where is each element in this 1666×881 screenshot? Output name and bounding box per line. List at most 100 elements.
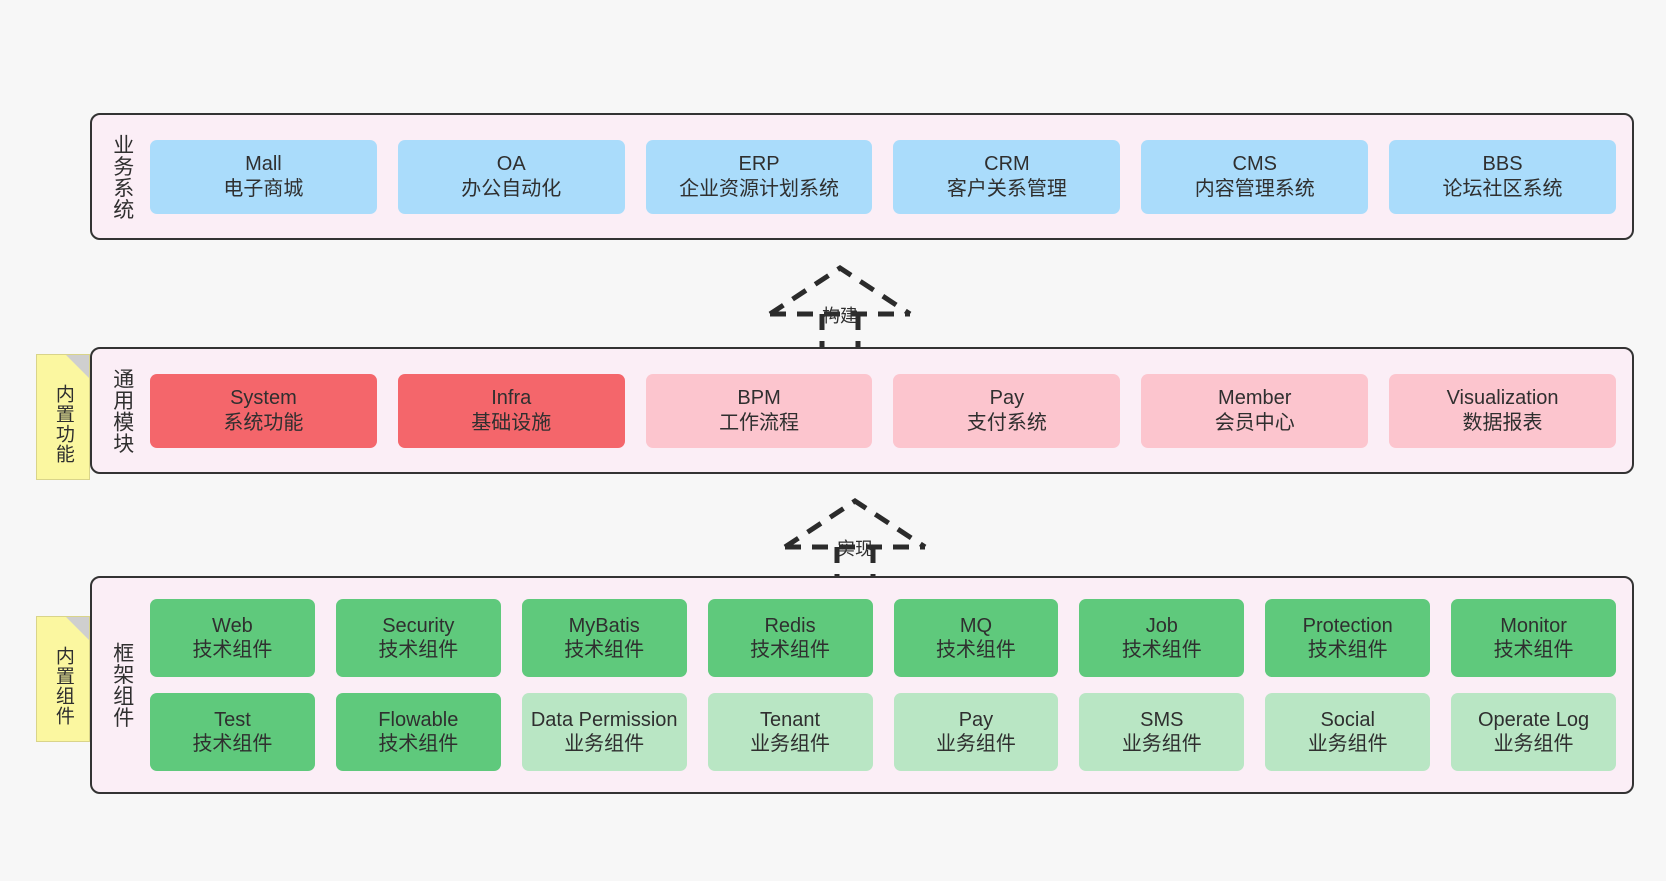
sticky-note-label: 内置功能 xyxy=(52,384,74,464)
common-card-member[interactable]: Member 会员中心 xyxy=(1141,373,1369,448)
card-subtitle: 业务组件 xyxy=(1307,733,1388,755)
sticky-note-builtin-components: 内置组件 xyxy=(36,616,90,742)
card-subtitle: 技术组件 xyxy=(378,639,459,661)
layer-business-body: Mall 电子商城 OA 办公自动化 ERP 企业资源计划系统 CRM 客户关系… xyxy=(144,115,1632,238)
business-card-oa[interactable]: OA 办公自动化 xyxy=(397,139,625,214)
card-title: Pay xyxy=(989,387,1025,410)
card-subtitle: 业务组件 xyxy=(564,733,645,755)
card-title: Protection xyxy=(1302,614,1393,637)
card-title: Job xyxy=(1145,614,1178,637)
card-subtitle: 企业资源计划系统 xyxy=(679,177,840,200)
framework-card-social[interactable]: Social 业务组件 xyxy=(1265,693,1431,771)
framework-card-row-1: Web 技术组件 Security 技术组件 MyBatis 技术组件 Redi… xyxy=(150,599,1616,677)
framework-card-protection[interactable]: Protection 技术组件 xyxy=(1265,599,1431,677)
card-subtitle: 业务组件 xyxy=(1493,733,1574,755)
card-title: OA xyxy=(496,153,526,176)
layer-common-label: 通用模块 xyxy=(110,367,134,454)
sticky-note-label: 内置组件 xyxy=(52,646,74,726)
framework-card-sms[interactable]: SMS 业务组件 xyxy=(1079,693,1245,771)
layer-common-body: System 系统功能 Infra 基础设施 BPM 工作流程 Pay 支付系统… xyxy=(144,349,1632,472)
framework-card-web[interactable]: Web 技术组件 xyxy=(150,599,315,677)
common-card-pay[interactable]: Pay 支付系统 xyxy=(893,373,1121,448)
card-title: CMS xyxy=(1232,153,1277,176)
common-card-infra[interactable]: Infra 基础设施 xyxy=(397,373,625,448)
card-title: Social xyxy=(1320,708,1375,731)
card-subtitle: 技术组件 xyxy=(192,733,273,755)
card-subtitle: 数据报表 xyxy=(1462,411,1543,434)
layer-common-modules: 通用模块 System 系统功能 Infra 基础设施 BPM 工作流程 Pay… xyxy=(90,347,1634,474)
framework-card-flowable[interactable]: Flowable 技术组件 xyxy=(335,693,501,771)
sticky-note-builtin-features: 内置功能 xyxy=(36,354,90,480)
layer-framework-label: 框架组件 xyxy=(110,642,134,728)
card-title: Security xyxy=(382,614,455,637)
card-subtitle: 业务组件 xyxy=(750,733,831,755)
common-card-visualization[interactable]: Visualization 数据报表 xyxy=(1389,373,1616,448)
card-subtitle: 技术组件 xyxy=(378,733,459,755)
page-fold-icon xyxy=(66,617,89,640)
card-title: Operate Log xyxy=(1477,708,1590,731)
connector-implement: 实现 xyxy=(775,495,935,587)
card-title: Visualization xyxy=(1446,387,1559,410)
framework-card-pay[interactable]: Pay 业务组件 xyxy=(893,693,1059,771)
card-title: BBS xyxy=(1482,153,1523,176)
card-subtitle: 业务组件 xyxy=(935,733,1016,755)
card-subtitle: 业务组件 xyxy=(1121,733,1202,755)
card-subtitle: 基础设施 xyxy=(471,411,552,434)
card-title: Redis xyxy=(764,614,816,637)
card-subtitle: 支付系统 xyxy=(966,411,1047,434)
business-card-crm[interactable]: CRM 客户关系管理 xyxy=(893,139,1121,214)
card-title: BPM xyxy=(737,387,781,410)
card-title: MyBatis xyxy=(568,614,640,637)
card-title: System xyxy=(230,387,297,410)
card-subtitle: 技术组件 xyxy=(564,639,645,661)
card-subtitle: 电子商城 xyxy=(223,177,304,200)
card-title: SMS xyxy=(1140,708,1184,731)
framework-card-row-2: Test 技术组件 Flowable 技术组件 Data Permission … xyxy=(150,693,1616,771)
framework-card-monitor[interactable]: Monitor 技术组件 xyxy=(1451,599,1616,677)
card-subtitle: 技术组件 xyxy=(750,639,831,661)
card-subtitle: 工作流程 xyxy=(719,411,800,434)
framework-card-operate-log[interactable]: Operate Log 业务组件 xyxy=(1451,693,1616,771)
card-title: Data Permission xyxy=(530,708,678,731)
framework-card-redis[interactable]: Redis 技术组件 xyxy=(707,599,873,677)
card-subtitle: 客户关系管理 xyxy=(946,177,1067,200)
business-card-row: Mall 电子商城 OA 办公自动化 ERP 企业资源计划系统 CRM 客户关系… xyxy=(150,139,1616,214)
business-card-cms[interactable]: CMS 内容管理系统 xyxy=(1141,139,1369,214)
card-subtitle: 系统功能 xyxy=(223,411,304,434)
framework-card-job[interactable]: Job 技术组件 xyxy=(1079,599,1245,677)
card-subtitle: 内容管理系统 xyxy=(1194,177,1315,200)
framework-card-security[interactable]: Security 技术组件 xyxy=(335,599,501,677)
card-title: Flowable xyxy=(378,708,459,731)
business-card-mall[interactable]: Mall 电子商城 xyxy=(150,139,377,214)
card-title: ERP xyxy=(738,153,780,176)
layer-framework-body: Web 技术组件 Security 技术组件 MyBatis 技术组件 Redi… xyxy=(144,578,1632,792)
connector-build-label: 构建 xyxy=(822,306,858,326)
card-title: Infra xyxy=(491,387,532,410)
card-title: Monitor xyxy=(1500,614,1567,637)
connector-implement-label: 实现 xyxy=(837,539,873,559)
business-card-bbs[interactable]: BBS 论坛社区系统 xyxy=(1389,139,1616,214)
card-subtitle: 技术组件 xyxy=(192,639,273,661)
business-card-erp[interactable]: ERP 企业资源计划系统 xyxy=(645,139,873,214)
card-subtitle: 论坛社区系统 xyxy=(1442,177,1563,200)
card-subtitle: 技术组件 xyxy=(935,639,1016,661)
card-title: Tenant xyxy=(760,708,821,731)
layer-business-systems: 业务系统 Mall 电子商城 OA 办公自动化 ERP 企业资源计划系统 CRM… xyxy=(90,113,1634,240)
framework-card-mq[interactable]: MQ 技术组件 xyxy=(893,599,1059,677)
connector-build: 构建 xyxy=(760,262,920,354)
common-card-system[interactable]: System 系统功能 xyxy=(150,373,377,448)
framework-card-test[interactable]: Test 技术组件 xyxy=(150,693,315,771)
card-title: MQ xyxy=(959,614,993,637)
framework-card-data-permission[interactable]: Data Permission 业务组件 xyxy=(521,693,687,771)
card-subtitle: 技术组件 xyxy=(1307,639,1388,661)
common-card-bpm[interactable]: BPM 工作流程 xyxy=(645,373,873,448)
card-title: CRM xyxy=(984,153,1030,176)
card-title: Member xyxy=(1218,387,1292,410)
common-card-row: System 系统功能 Infra 基础设施 BPM 工作流程 Pay 支付系统… xyxy=(150,373,1616,448)
framework-card-tenant[interactable]: Tenant 业务组件 xyxy=(707,693,873,771)
layer-framework-components: 框架组件 Web 技术组件 Security 技术组件 MyBatis 技术组件… xyxy=(90,576,1634,794)
layer-business-label: 业务系统 xyxy=(110,133,134,220)
framework-card-mybatis[interactable]: MyBatis 技术组件 xyxy=(521,599,687,677)
card-title: Test xyxy=(214,708,251,731)
card-subtitle: 会员中心 xyxy=(1214,411,1295,434)
